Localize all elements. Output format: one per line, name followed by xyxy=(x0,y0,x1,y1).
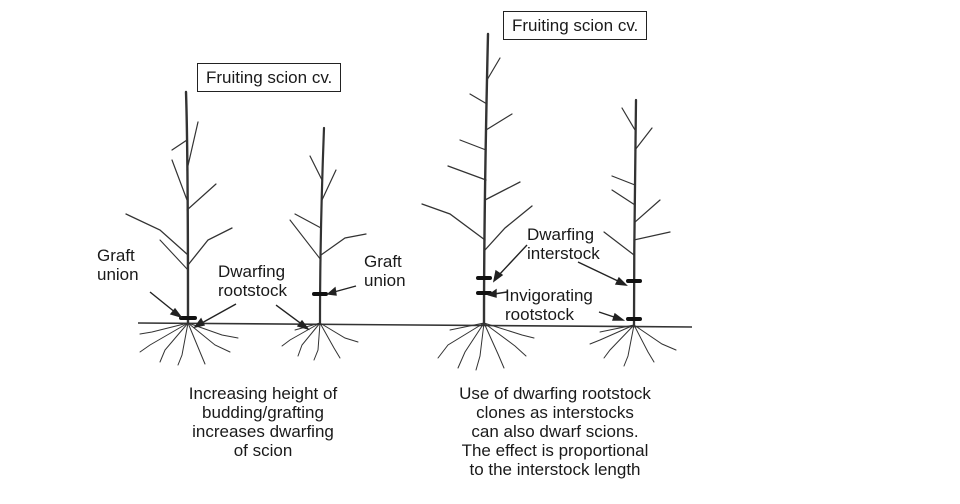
fruiting-scion-box-right: Fruiting scion cv. xyxy=(503,11,648,40)
ground-line xyxy=(137,322,693,328)
roots-tree-1 xyxy=(139,322,239,366)
graft-union-label-2: Graft union xyxy=(364,252,406,290)
fruiting-scion-box-left: Fruiting scion cv. xyxy=(197,63,342,92)
dwarfing-interstock-label: Dwarfing interstock xyxy=(527,225,600,263)
roots-tree-4 xyxy=(589,324,677,367)
roots-tree-3 xyxy=(437,322,535,371)
tree-high-graft xyxy=(281,126,367,361)
caption-left: Increasing height of budding/grafting in… xyxy=(188,384,338,460)
roots-tree-2 xyxy=(281,322,359,361)
caption-right: Use of dwarfing rootstock clones as inte… xyxy=(459,384,651,479)
tree-short-interstock xyxy=(589,98,677,367)
invigorating-rootstock-label: Invigorating rootstock xyxy=(505,286,593,324)
tree-low-graft xyxy=(125,90,239,366)
tree-long-interstock xyxy=(421,32,535,371)
pointer-arrows xyxy=(149,244,628,331)
dwarfing-rootstock-label: Dwarfing rootstock xyxy=(218,262,287,300)
graft-union-label-1: Graft union xyxy=(97,246,139,284)
